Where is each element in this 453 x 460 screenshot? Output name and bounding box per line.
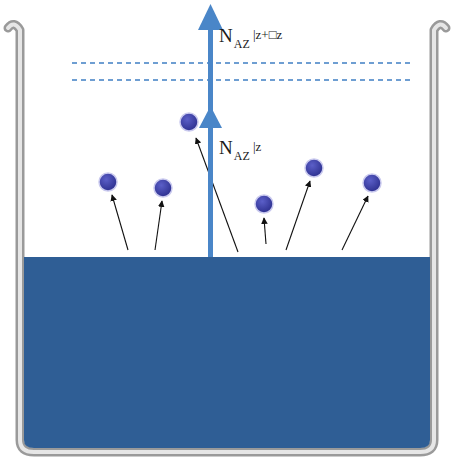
flux-symbol: N [219, 26, 233, 45]
liquid [24, 257, 430, 448]
molecule-arrows [112, 138, 368, 252]
control-boundary [72, 62, 414, 64]
flux-subscript: AZ [234, 38, 250, 50]
flux-subscript: AZ [234, 150, 250, 162]
position-subscript: |z [253, 140, 261, 153]
beaker-wall [8, 24, 446, 452]
control-boundary [72, 79, 414, 81]
molecules [99, 113, 381, 213]
flux-symbol: N [219, 138, 233, 157]
beaker-wall-highlight [8, 24, 446, 452]
position-subscript: |z+□z [253, 28, 282, 41]
